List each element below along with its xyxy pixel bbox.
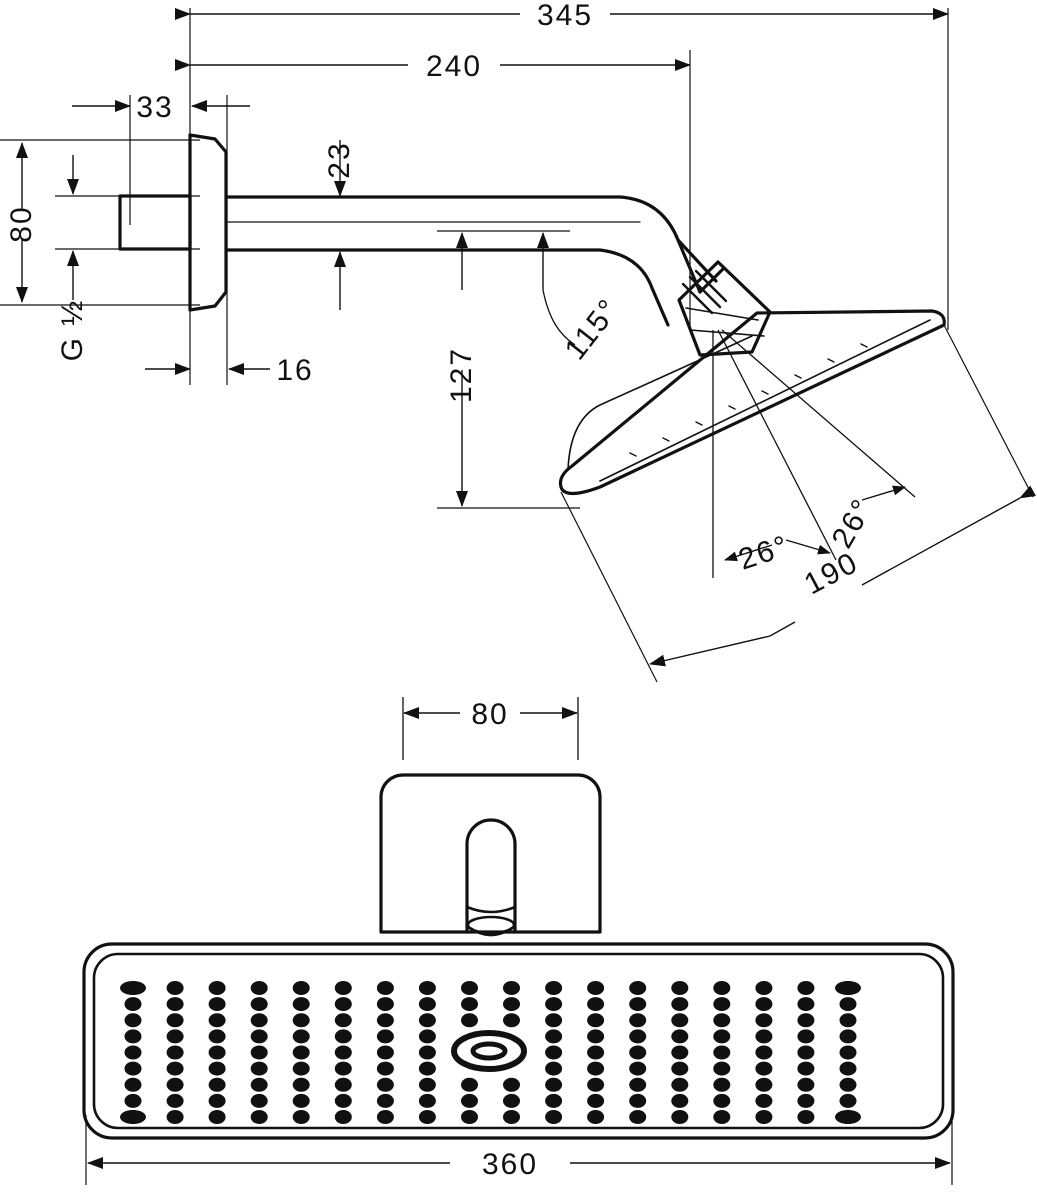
label-23: 23	[323, 141, 356, 178]
side-elevation-geometry	[118, 133, 946, 496]
thread-stub	[118, 194, 192, 251]
wall-plate-plan	[379, 773, 602, 934]
angle-26-left	[712, 330, 773, 578]
plan-view-geometry	[82, 773, 955, 1140]
label-115deg: 115°	[559, 292, 627, 366]
dimension-80-plan	[402, 697, 579, 760]
shower-head-side	[558, 309, 946, 496]
leader-115deg	[537, 232, 576, 346]
label-26deg-right: 26°	[826, 493, 880, 554]
dimension-360	[85, 1115, 953, 1185]
label-360: 360	[482, 1148, 538, 1181]
angle-26-right	[717, 329, 916, 561]
label-26deg-left: 26°	[735, 529, 794, 576]
label-33: 33	[136, 91, 173, 124]
joint-body	[677, 260, 772, 357]
label-127: 127	[445, 347, 478, 403]
wall-flange	[188, 133, 228, 312]
label-80: 80	[5, 205, 38, 242]
label-345: 345	[537, 0, 593, 32]
shower-head-plan-outer	[82, 942, 955, 1140]
shower-head-plan-inner	[92, 952, 945, 1130]
arm-neck-plan	[465, 818, 517, 934]
spray-hole-grid	[120, 981, 861, 1124]
extension-lines	[0, 8, 949, 509]
label-80-plan: 80	[471, 698, 508, 731]
label-g-half: G ½	[56, 299, 89, 362]
shower-arm-outline	[224, 195, 702, 294]
dimension-190-group	[560, 324, 1037, 683]
label-190: 190	[799, 546, 864, 601]
center-nozzle	[451, 1030, 527, 1072]
label-240: 240	[426, 50, 482, 83]
label-16: 16	[276, 354, 313, 387]
joint-neck	[676, 238, 718, 283]
